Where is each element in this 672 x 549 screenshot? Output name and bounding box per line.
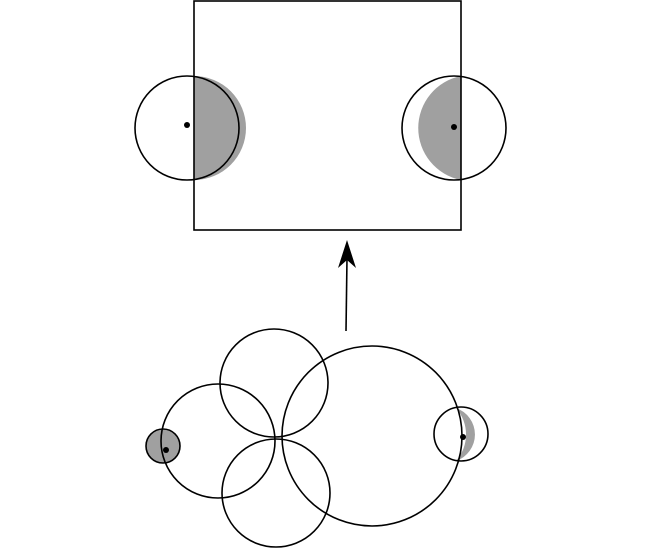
upper-left-circle bbox=[134, 75, 240, 181]
lower-left-circle bbox=[160, 383, 276, 499]
upper-figure bbox=[134, 0, 507, 231]
lower-right-small-circle-shaded-part bbox=[456, 408, 475, 461]
lower-left-center-dot bbox=[163, 447, 169, 453]
upper-right-center-dot bbox=[451, 124, 457, 130]
arrow-shaft bbox=[345, 257, 348, 332]
lower-right-small-circle bbox=[433, 406, 489, 462]
lower-bottom-circle bbox=[221, 438, 331, 548]
up-arrow bbox=[338, 240, 356, 332]
upper-rectangle bbox=[193, 0, 462, 231]
upper-right-circle bbox=[401, 75, 507, 181]
arrow-head bbox=[338, 240, 356, 268]
lower-top-circle bbox=[219, 328, 329, 438]
lower-right-center-dot bbox=[460, 434, 466, 440]
lower-left-small-circle bbox=[145, 428, 181, 464]
upper-left-circle-shaded-half bbox=[194, 76, 246, 180]
upper-left-center-dot bbox=[184, 122, 190, 128]
upper-right-circle-shaded-half bbox=[418, 76, 461, 180]
lower-big-circle bbox=[281, 345, 463, 527]
lower-figure bbox=[145, 328, 489, 548]
